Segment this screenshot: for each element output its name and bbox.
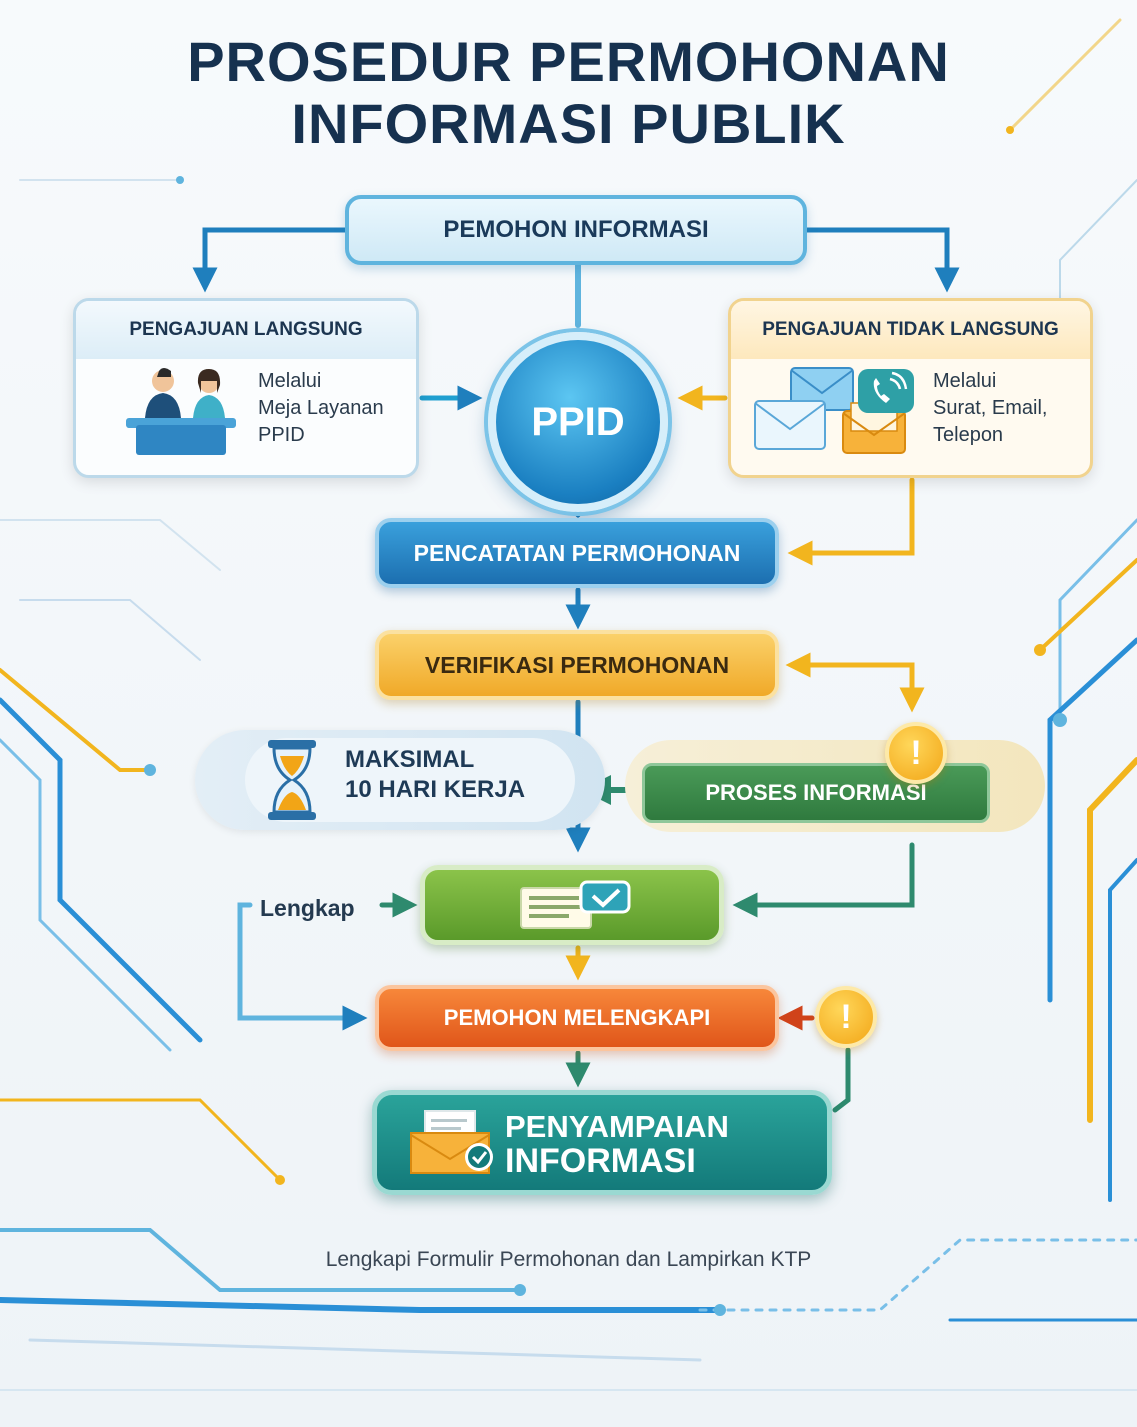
pengajuan-tidak-langsung-card: PENGAJUAN TIDAK LANGSUNG Melalui Surat, … <box>728 298 1093 478</box>
lengkap-label: Lengkap <box>260 895 355 921</box>
langsung-text-line2: Meja Layanan <box>258 397 384 419</box>
document-check-icon <box>520 880 631 929</box>
ppid-node: PPID <box>488 332 668 512</box>
warning-icon: ! <box>885 722 947 784</box>
service-desk-icon <box>126 368 236 455</box>
tidak-langsung-text-line2: Surat, Email, <box>933 397 1048 419</box>
warning-icon: ! <box>815 986 877 1048</box>
phone-icon <box>858 369 914 413</box>
pemohon-informasi-node: PEMOHON INFORMASI <box>345 195 807 265</box>
connector-tidaklangsung-pencatatan <box>787 477 915 566</box>
hourglass-icon <box>268 740 316 820</box>
connector-loop-melengkapi <box>237 902 368 1031</box>
maksimal-line1: MAKSIMAL <box>345 746 475 773</box>
penyampaian-line1: PENYAMPAIAN <box>505 1109 729 1144</box>
maksimal-line2: 10 HARI KERJA <box>345 776 526 803</box>
connector-verifikasi-right <box>785 652 925 713</box>
langsung-text: Melalui Meja Layanan PPID <box>258 368 384 449</box>
penyampaian-text: PENYAMPAIAN INFORMASI <box>505 1109 729 1180</box>
pengajuan-langsung-heading: PENGAJUAN LANGSUNG <box>76 301 416 359</box>
pengajuan-langsung-card: PENGAJUAN LANGSUNG Melalui Meja Layanan … <box>73 298 419 478</box>
pencatatan-permohonan-node: PENCATATAN PERMOHONAN <box>375 518 779 588</box>
document-check-node <box>420 865 724 945</box>
langsung-text-line3: PPID <box>258 424 305 446</box>
mail-check-icon <box>410 1110 493 1174</box>
verifikasi-permohonan-node: VERIFIKASI PERMOHONAN <box>375 630 779 700</box>
tidak-langsung-text: Melalui Surat, Email, Telepon <box>933 368 1047 449</box>
connector-warning-penyampaian <box>832 1047 851 1113</box>
title-line-1: PROSEDUR PERMOHONAN <box>187 30 950 93</box>
langsung-text-line1: Melalui <box>258 370 322 392</box>
connector-proses-lengkap <box>732 842 915 918</box>
penyampaian-line2: INFORMASI <box>505 1142 696 1180</box>
connector-pemohon-left <box>192 227 348 293</box>
tidak-langsung-text-line3: Telepon <box>933 424 1004 446</box>
connector-pemohon-right <box>804 227 960 293</box>
maksimal-text: MAKSIMAL 10 HARI KERJA <box>345 745 525 805</box>
pengajuan-tidak-langsung-heading: PENGAJUAN TIDAK LANGSUNG <box>731 301 1090 359</box>
footer-note: Lengkapi Formulir Permohonan dan Lampirk… <box>325 1248 812 1271</box>
pemohon-melengkapi-node: PEMOHON MELENGKAPI <box>375 985 779 1051</box>
tidak-langsung-text-line1: Melalui <box>933 370 997 392</box>
envelope-icon <box>754 367 906 454</box>
title-line-2: INFORMASI PUBLIK <box>291 92 846 155</box>
